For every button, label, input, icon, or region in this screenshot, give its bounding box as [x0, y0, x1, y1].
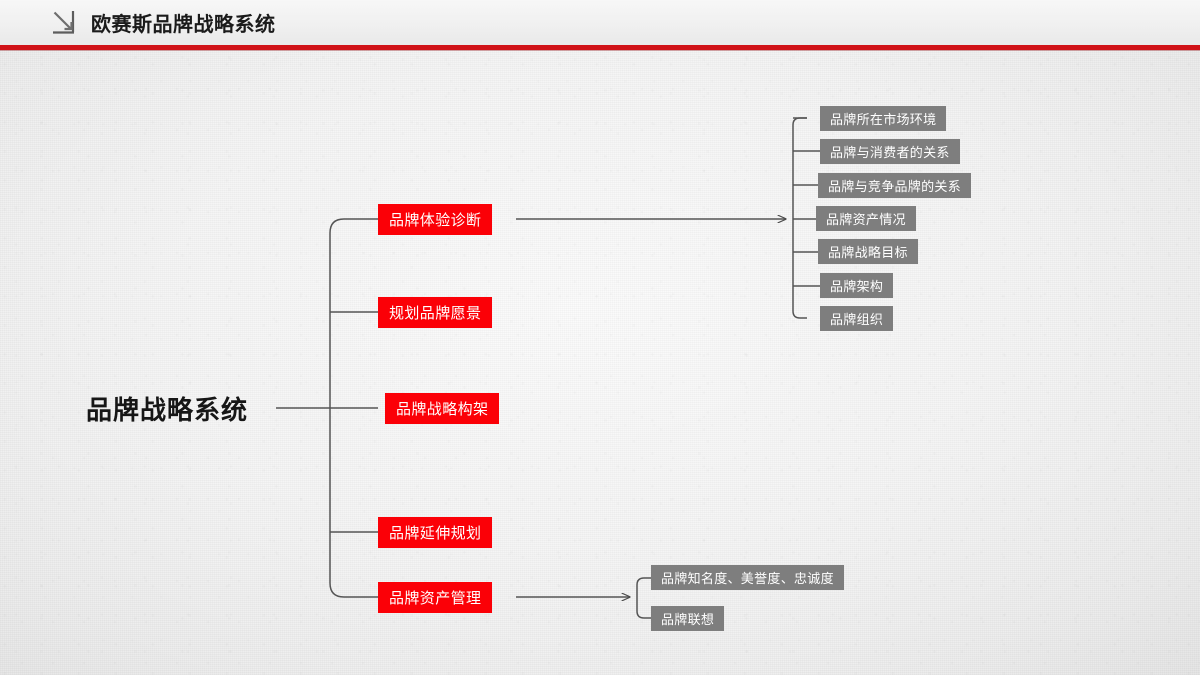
branch-node-brand-strategy-framework[interactable]: 品牌战略构架	[385, 393, 500, 424]
leaf-node-market-environment[interactable]: 品牌所在市场环境	[820, 106, 947, 131]
leaf-node-brand-strategy-goal[interactable]: 品牌战略目标	[818, 239, 918, 264]
leaf-node-consumer-relationship[interactable]: 品牌与消费者的关系	[820, 139, 960, 164]
branch-node-brand-asset-management[interactable]: 品牌资产管理	[378, 582, 493, 613]
leaf-node-brand-asset-status[interactable]: 品牌资产情况	[816, 206, 916, 231]
leaf-node-brand-architecture[interactable]: 品牌架构	[820, 273, 894, 298]
leaf-node-brand-association[interactable]: 品牌联想	[651, 606, 725, 631]
header-accent-rule	[0, 45, 1200, 51]
leaf-node-awareness-reputation-loyalty[interactable]: 品牌知名度、美誉度、忠诚度	[651, 565, 844, 590]
root-node-label: 品牌战略系统	[86, 395, 249, 425]
diagonal-arrow-corner-icon	[53, 10, 75, 34]
leaf-node-competitor-relationship[interactable]: 品牌与竞争品牌的关系	[818, 173, 972, 198]
slide-header: 欧赛斯品牌战略系统	[0, 0, 1200, 45]
branch-node-brand-extension-planning[interactable]: 品牌延伸规划	[378, 517, 493, 548]
page-title: 欧赛斯品牌战略系统	[91, 14, 276, 36]
branch-node-brand-experience-diagnosis[interactable]: 品牌体验诊断	[378, 204, 493, 235]
leaf-node-brand-organization[interactable]: 品牌组织	[820, 306, 894, 331]
branch-node-brand-vision-planning[interactable]: 规划品牌愿景	[378, 297, 493, 328]
